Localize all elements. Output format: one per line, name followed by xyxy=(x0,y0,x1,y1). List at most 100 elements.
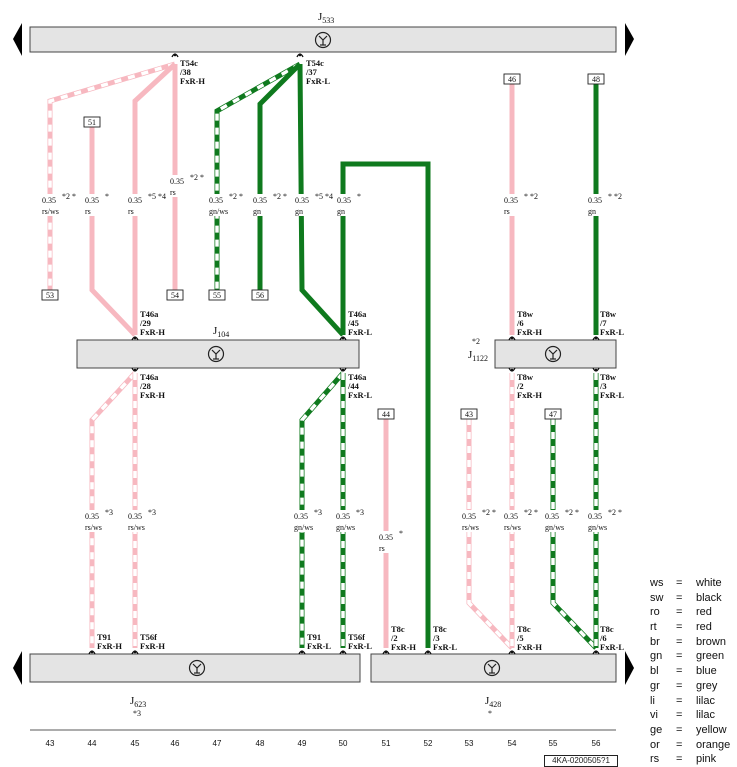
connector-pin-dot xyxy=(594,368,598,372)
column-number: 49 xyxy=(298,739,307,748)
connector-pin-dot xyxy=(341,650,345,654)
wire-note: *2 * xyxy=(273,192,287,201)
wire-note: *2 * xyxy=(190,173,204,182)
wire-label-bg xyxy=(586,510,612,532)
ground-stroke xyxy=(318,35,324,41)
wire-label-bg xyxy=(335,194,361,216)
wire-size: 0.35 xyxy=(462,512,476,521)
pin-label-line: FxR-L xyxy=(600,327,624,337)
pin-label-line: FxR-H xyxy=(97,641,122,651)
wire-note: * xyxy=(105,192,109,201)
pin-label-line: FxR-L xyxy=(433,642,457,652)
pin-label-line: FxR-L xyxy=(600,390,624,400)
pin-label-line: FxR-L xyxy=(600,642,624,652)
wire-label-bg xyxy=(126,194,152,216)
wire-label-bg xyxy=(293,194,319,216)
legend-equals: = xyxy=(676,679,683,692)
wire-note: *2 * xyxy=(482,508,496,517)
ground-symbol-icon xyxy=(207,345,225,363)
wire-stripe xyxy=(300,371,345,648)
pin-label-line: /3 xyxy=(432,633,440,643)
legend-color-name: blue xyxy=(696,665,717,678)
legend-row: ws=white xyxy=(650,576,737,591)
wire-label-bg xyxy=(207,194,233,216)
column-number: 51 xyxy=(382,739,391,748)
wire-label-bg xyxy=(334,510,360,532)
pin-label-line: /38 xyxy=(179,67,191,77)
legend-code: or xyxy=(650,738,660,751)
wire-note: *3 xyxy=(105,508,113,517)
wire-rs-col44 xyxy=(89,126,137,337)
ground-stroke xyxy=(196,663,202,669)
wire-label-bg xyxy=(83,510,109,532)
wire-note: *2 * xyxy=(608,508,622,517)
wire-note: *2 * xyxy=(524,508,538,517)
wire-size: 0.35 xyxy=(253,196,267,205)
connector-pin-dot xyxy=(510,336,514,340)
pin-label-line: /37 xyxy=(305,67,318,77)
wire-note: *2 * xyxy=(229,192,243,201)
reference-box xyxy=(208,289,226,301)
legend-color-name: lilac xyxy=(696,694,715,707)
pin-label-line: T46a xyxy=(140,372,159,382)
wire-color-code: gn xyxy=(295,207,303,216)
pin-label-line: T8w xyxy=(600,309,617,319)
pin-label-line: T91 xyxy=(307,632,321,642)
wire-note: *3 xyxy=(356,508,364,517)
pin-label-line: FxR-H xyxy=(517,327,542,337)
pin-label-line: FxR-H xyxy=(391,642,416,652)
legend-code: gn xyxy=(650,650,663,663)
legend-color-name: white xyxy=(696,577,722,589)
legend-row: ro=red xyxy=(650,605,737,620)
wire-note: *5 *4 xyxy=(315,192,333,201)
legend-color-name: red xyxy=(696,606,712,619)
arrow-right-icon-bottom xyxy=(625,651,634,685)
wire-color-code: rs/ws xyxy=(462,523,479,532)
legend-equals: = xyxy=(676,665,683,678)
wire-note: *3 xyxy=(314,508,322,517)
reference-number: 44 xyxy=(382,410,390,419)
pin-label-line: T8c xyxy=(391,624,405,634)
ground-symbol-icon xyxy=(314,31,332,49)
connector-pin-dot xyxy=(510,650,514,654)
wire-size: 0.35 xyxy=(588,512,602,521)
wire-gn-col50-52 xyxy=(340,161,431,648)
wire-size: 0.35 xyxy=(294,512,308,521)
reference-number: 48 xyxy=(592,75,600,84)
pin-label-line: T46a xyxy=(348,309,367,319)
pin-label-line: FxR-L xyxy=(348,641,372,651)
arrow-right-icon-top xyxy=(625,23,634,56)
legend-equals: = xyxy=(676,723,683,736)
column-number: 55 xyxy=(549,739,558,748)
ground-stroke xyxy=(487,663,493,669)
wire-note: * *2 xyxy=(524,192,538,201)
legend-row: rs=pink xyxy=(650,752,737,767)
pin-label-line: /2 xyxy=(390,633,398,643)
wire-rs-col45 xyxy=(132,62,177,335)
connector-pin-dot xyxy=(133,336,137,340)
legend-equals: = xyxy=(676,694,683,707)
connector-pin-dot xyxy=(90,650,94,654)
legend-code: rs xyxy=(650,753,660,766)
pin-label-line: T8w xyxy=(517,309,534,319)
connector-pin-dot xyxy=(594,650,598,654)
wire-size: 0.35 xyxy=(545,512,559,521)
wire-label-bg xyxy=(586,194,612,216)
pin-label-line: /3 xyxy=(599,381,607,391)
wire-color-code: rs/ws xyxy=(128,523,145,532)
ground-stroke xyxy=(215,349,221,355)
pin-label-line: T8c xyxy=(517,624,531,634)
reference-number: 47 xyxy=(549,410,557,419)
legend-color-name: brown xyxy=(696,635,726,648)
wire-stroke xyxy=(47,61,176,290)
legend-equals: = xyxy=(676,753,683,766)
column-number: 53 xyxy=(465,739,474,748)
wire-label-bg xyxy=(126,510,152,532)
reference-box xyxy=(544,408,562,420)
legend-code: br xyxy=(650,635,660,648)
legend-row: br=brown xyxy=(650,635,737,650)
reference-number: 46 xyxy=(508,75,516,84)
